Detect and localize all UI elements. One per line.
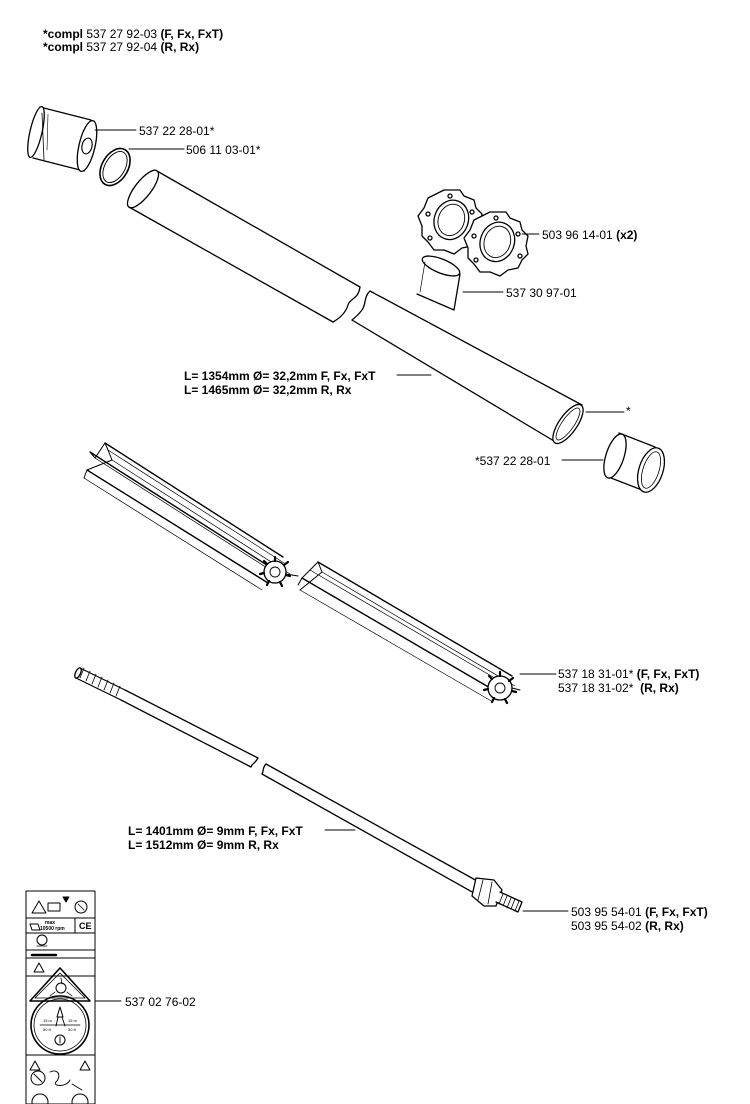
vibration-damper-drawing xyxy=(417,189,529,277)
label-vibration-damper-qty: (x2) xyxy=(616,228,638,242)
tube-upper-drawing xyxy=(126,169,361,323)
header-line-2: *compl 537 27 92-04 (R, Rx) xyxy=(43,40,199,54)
decal-dist-left: 15 m xyxy=(43,1018,53,1023)
label-shaft-length-1: L= 1401mm Ø= 9mm F, Fx, FxT xyxy=(128,824,303,838)
label-liner-2: 537 18 31-02* (R, Rx) xyxy=(558,681,679,695)
label-vibration-damper-number: 503 96 14-01 xyxy=(542,228,613,242)
label-drive-shaft-2-models: (R, Rx) xyxy=(645,919,684,933)
header-line-1: *compl 537 27 92-03 (F, Fx, FxT) xyxy=(43,27,223,41)
label-drive-shaft-1-number: 503 95 54-01 xyxy=(571,905,642,919)
label-liner-1: 537 18 31-01* (F, Fx, FxT) xyxy=(558,667,699,681)
drive-shaft-upper-drawing xyxy=(74,667,259,768)
label-bushing-top: 537 22 28-01* xyxy=(139,124,215,138)
label-liner-1-number: 537 18 31-01* xyxy=(558,667,634,681)
label-shaft-length-2: L= 1512mm Ø= 9mm R, Rx xyxy=(128,838,279,852)
clamp-sleeve-drawing xyxy=(416,255,461,311)
liner-left-drawing xyxy=(83,442,299,591)
label-liner-2-number: 537 18 31-02* xyxy=(558,681,634,695)
label-decal: 537 02 76-02 xyxy=(125,995,196,1009)
label-drive-shaft-1-models: (F, Fx, FxT) xyxy=(645,905,708,919)
decal-texts: max 10500 rpm CE 15 m 15 m 50 ft 50 ft xyxy=(40,920,92,1032)
header-line-1-prefix: *compl xyxy=(43,27,84,41)
label-drive-shaft-1: 503 95 54-01 (F, Fx, FxT) xyxy=(571,905,708,919)
decal-ft-left: 50 ft xyxy=(43,1027,52,1032)
leader-lines xyxy=(94,129,625,1002)
header-line-2-models: (R, Rx) xyxy=(160,40,200,54)
label-o-ring: 506 11 03-01* xyxy=(186,143,261,157)
label-tube-end-mark: * xyxy=(626,404,631,418)
decal-max: max xyxy=(45,920,55,926)
tube-lower-drawing xyxy=(351,290,584,445)
label-liner-2-models: (R, Rx) xyxy=(640,681,679,695)
decal-dist-right: 15 m xyxy=(68,1018,78,1023)
header-line-1-number: 537 27 92-03 xyxy=(86,27,158,41)
label-clamp-sleeve: 537 30 97-01 xyxy=(506,286,577,300)
header-line-2-prefix: *compl xyxy=(43,40,84,54)
bushing-bottom-drawing xyxy=(603,432,666,493)
decal-ft-right: 50 ft xyxy=(68,1027,77,1032)
bushing-top-drawing xyxy=(27,105,98,173)
decal-ce: CE xyxy=(79,921,92,931)
decal-sheet-drawing xyxy=(25,890,96,1104)
drive-shaft-lower-drawing xyxy=(261,763,523,913)
label-liner-1-models: (F, Fx, FxT) xyxy=(636,667,700,681)
label-drive-shaft-2-number: 503 95 54-02 xyxy=(571,919,642,933)
liner-right-drawing xyxy=(297,561,521,705)
label-tube-length-2: L= 1465mm Ø= 32,2mm R, Rx xyxy=(184,383,352,397)
o-ring-drawing xyxy=(99,147,131,187)
label-bushing-bottom: *537 22 28-01 xyxy=(475,454,551,468)
label-drive-shaft-2: 503 95 54-02 (R, Rx) xyxy=(571,919,684,933)
header-line-2-number: 537 27 92-04 xyxy=(86,40,158,54)
header-line-1-models: (F, Fx, FxT) xyxy=(160,27,224,41)
decal-rpm: 10500 rpm xyxy=(40,926,65,932)
label-tube-length-1: L= 1354mm Ø= 32,2mm F, Fx, FxT xyxy=(184,369,376,383)
label-vibration-damper: 503 96 14-01 (x2) xyxy=(542,228,637,242)
